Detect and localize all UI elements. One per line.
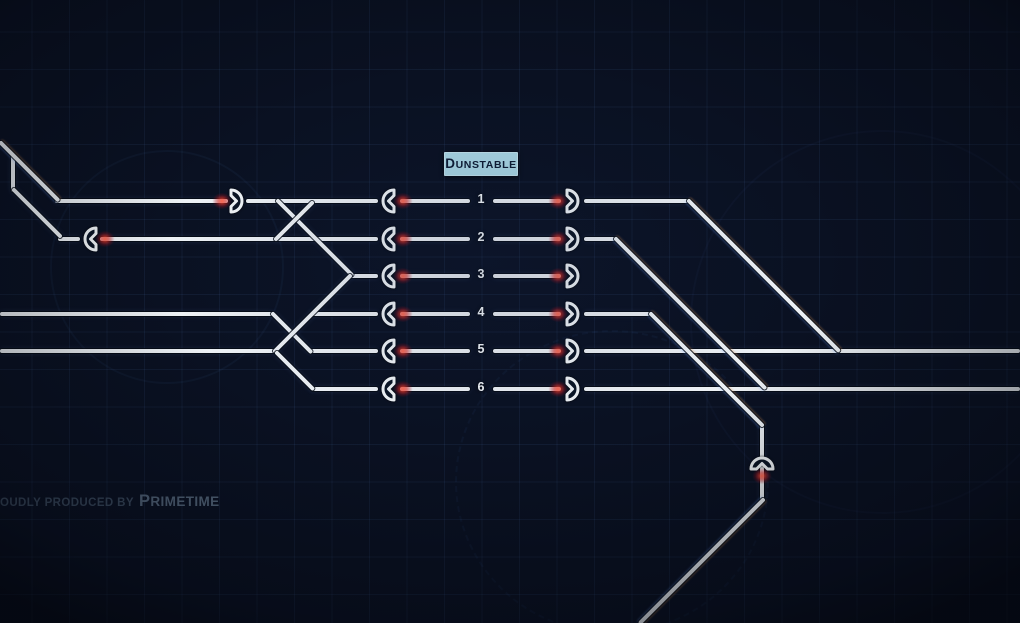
signal-body-icon: [565, 376, 580, 401]
signal-platform-1-east[interactable]: [545, 188, 586, 214]
signal-body-icon: [565, 263, 580, 289]
platform-number-4: 4: [477, 304, 485, 319]
signal-body-icon: [565, 188, 580, 214]
track-segment: [0, 311, 273, 316]
signal-platform-5-west[interactable]: [375, 338, 416, 364]
signal-platform-6-east[interactable]: [545, 376, 586, 402]
signal-body-icon: [381, 226, 396, 251]
signal-body-icon: [381, 301, 396, 326]
signal-platform-1-west[interactable]: [375, 188, 416, 214]
platform-number-6: 6: [477, 379, 485, 394]
signal-platform-6-west[interactable]: [375, 376, 416, 402]
signal-west-branch[interactable]: [77, 226, 118, 252]
watermark-prefix: oudly produced by: [0, 497, 134, 509]
signal-platform-5-east[interactable]: [545, 338, 586, 364]
track-segment: [637, 497, 766, 623]
signal-body-icon: [229, 188, 244, 213]
platform-number-3: 3: [477, 267, 485, 281]
track-segment: [584, 199, 690, 203]
track-segment: [311, 386, 378, 391]
signal-platform-4-east[interactable]: [545, 301, 586, 327]
signal-west-approach[interactable]: [209, 188, 250, 214]
signal-body-icon: [565, 338, 580, 364]
track-segment: [0, 349, 275, 353]
signal-body-icon: [381, 376, 396, 401]
signal-platform-2-east[interactable]: [545, 226, 586, 252]
platform-number-1: 1: [477, 192, 485, 206]
watermark-brand: Primetime: [138, 492, 220, 510]
track-segment: [309, 349, 378, 353]
station-name: Dunstable: [445, 156, 517, 172]
track-segment: [584, 349, 1020, 353]
signal-platform-3-east[interactable]: [545, 263, 586, 289]
producer-watermark: oudly produced by Primetime: [0, 492, 220, 511]
track-segment: [11, 155, 15, 192]
signal-platform-4-west[interactable]: [375, 301, 416, 327]
signal-south-junction[interactable]: [749, 450, 775, 487]
platform-number-2: 2: [477, 229, 485, 244]
signal-platform-3-west[interactable]: [375, 263, 416, 289]
signal-body-icon: [565, 226, 580, 251]
track-segment: [100, 236, 378, 241]
signal-body-icon: [381, 263, 396, 289]
signal-body-icon: [565, 301, 580, 326]
track-segment: [350, 274, 378, 278]
track-segment: [584, 311, 651, 316]
signal-body-icon: [381, 338, 396, 364]
station-sign[interactable]: Dunstable: [444, 152, 518, 176]
signal-body-icon: [749, 456, 775, 471]
background-decoration-arc: [690, 130, 1020, 514]
signal-body-icon: [83, 226, 98, 251]
track-segment: [584, 236, 616, 241]
platform-number-5: 5: [477, 342, 485, 356]
track-segment: [0, 140, 61, 203]
track-segment: [55, 199, 228, 203]
background-decoration-arc: [455, 330, 769, 623]
signal-body-icon: [381, 188, 396, 214]
track-segment: [310, 311, 378, 316]
signal-platform-2-west[interactable]: [375, 226, 416, 252]
track-segment: [274, 349, 316, 391]
track-segment: [584, 386, 1020, 391]
